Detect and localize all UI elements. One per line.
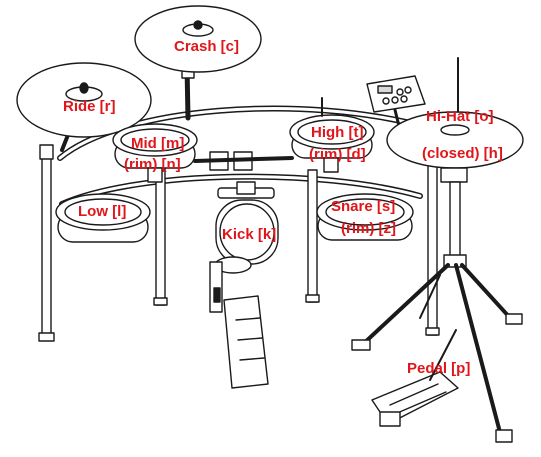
high-label[interactable]: High [t] [311,124,364,141]
rack-leg-left-inner [153,164,168,306]
ride-cymbal [16,62,152,152]
snare-rim-label[interactable]: (rim) [z] [341,220,396,237]
mid-rim-label[interactable]: (rim) [n] [124,156,181,173]
center-clamp [193,151,294,171]
low-label[interactable]: Low [l] [78,203,127,220]
snare-pad [316,193,414,241]
high-tom-pad [289,97,375,173]
hihat-closed-label[interactable]: (closed) [h] [422,145,503,162]
low-tom-pad [55,193,151,243]
rack-leg-right [425,164,440,336]
high-rim-label[interactable]: (rim) [d] [309,146,366,163]
hihat-pedal [371,329,459,427]
mid-tom-pad [112,123,198,183]
crash-label[interactable]: Crash [c] [174,38,240,55]
pedal-label[interactable]: Pedal [p] [407,360,471,377]
rack-leg-right-inner [305,169,320,303]
mid-label[interactable]: Mid [m] [131,135,185,152]
drum-module [366,75,426,132]
snare-label[interactable]: Snare [s] [331,198,396,215]
crash-cymbal [134,5,262,121]
ride-label[interactable]: Ride [r] [63,98,116,115]
kick-label[interactable]: Kick [k] [222,226,277,243]
kick-pad [214,181,279,274]
hihat-label[interactable]: Hi-Hat [o] [426,108,494,125]
rack-leg-left [38,144,55,342]
kick-pedal [209,261,269,389]
hihat-stand [351,57,524,443]
